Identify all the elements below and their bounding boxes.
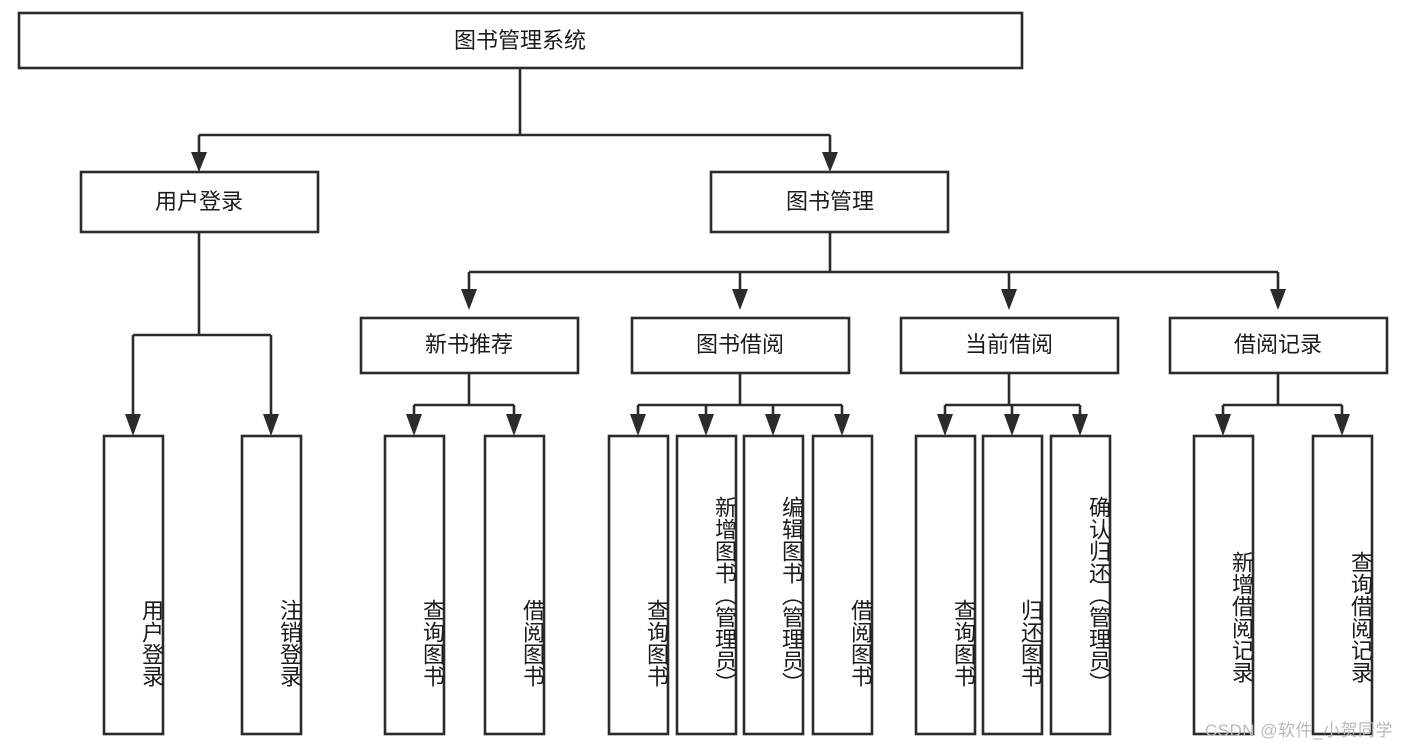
node-root-system[interactable]: 图书管理系统 bbox=[17, 11, 1024, 70]
arrow-to-book-borrow bbox=[732, 289, 748, 310]
node-user-login[interactable]: 用户登录 bbox=[79, 170, 320, 234]
leaf-book-borrow-4-box[interactable] bbox=[811, 434, 874, 736]
arrow-book-borrow-leaf-1 bbox=[630, 414, 646, 436]
node-book-management[interactable]: 图书管理 bbox=[709, 170, 950, 234]
arrow-current-borrow-leaf-1 bbox=[937, 414, 953, 436]
arrow-borrow-record-leaf-1 bbox=[1215, 414, 1231, 436]
leaf-user-login-1-box[interactable] bbox=[102, 434, 165, 736]
watermark-text: CSDN @软件_小贺同学 bbox=[1204, 721, 1393, 740]
node-root-system-label: 图书管理系统 bbox=[454, 28, 586, 53]
arrow-current-borrow-leaf-2 bbox=[1004, 414, 1020, 436]
node-book-borrow-box bbox=[630, 316, 851, 375]
arrow-to-user-login bbox=[191, 152, 207, 172]
arrow-borrow-record-leaf-2 bbox=[1334, 414, 1350, 436]
leaf-new-book-2-box[interactable] bbox=[483, 434, 546, 736]
arrow-book-borrow-leaf-4 bbox=[834, 414, 850, 436]
leaf-current-borrow-2-box[interactable] bbox=[981, 434, 1044, 736]
node-book-borrow-label: 图书借阅 bbox=[696, 332, 784, 357]
arrow-to-borrow-record bbox=[1270, 289, 1286, 310]
node-borrow-record-box bbox=[1168, 316, 1389, 375]
node-current-borrow[interactable]: 当前借阅 bbox=[899, 316, 1120, 375]
node-borrow-record[interactable]: 借阅记录 bbox=[1168, 316, 1389, 375]
leaf-user-login-2-box[interactable] bbox=[240, 434, 303, 736]
node-new-book-recommend[interactable]: 新书推荐 bbox=[359, 316, 580, 375]
arrow-current-borrow-leaf-3 bbox=[1072, 414, 1088, 436]
node-user-login-label: 用户登录 bbox=[155, 189, 243, 214]
node-root-system-box bbox=[17, 11, 1024, 70]
node-current-borrow-label: 当前借阅 bbox=[965, 332, 1053, 357]
node-book-management-box bbox=[709, 170, 950, 234]
node-book-borrow[interactable]: 图书借阅 bbox=[630, 316, 851, 375]
arrow-book-borrow-leaf-2 bbox=[698, 414, 714, 436]
node-borrow-record-label: 借阅记录 bbox=[1234, 332, 1322, 357]
leaf-current-borrow-1-box[interactable] bbox=[914, 434, 977, 736]
arrow-to-current-borrow bbox=[1001, 289, 1017, 310]
node-current-borrow-box bbox=[899, 316, 1120, 375]
arrow-to-book-mgmt bbox=[822, 152, 838, 172]
leaf-book-borrow-2-box[interactable] bbox=[675, 434, 738, 736]
leaf-borrow-record-2-box[interactable] bbox=[1311, 434, 1374, 736]
node-new-book-recommend-label: 新书推荐 bbox=[425, 332, 513, 357]
leaf-borrow-record-1-box[interactable] bbox=[1192, 434, 1255, 736]
arrow-new-book-leaf-1 bbox=[406, 414, 422, 436]
node-new-book-recommend-box bbox=[359, 316, 580, 375]
arrow-book-borrow-leaf-3 bbox=[765, 414, 781, 436]
arrow-to-new-book bbox=[461, 289, 477, 310]
leaf-new-book-1-box[interactable] bbox=[383, 434, 446, 736]
leaf-book-borrow-1-box[interactable] bbox=[607, 434, 670, 736]
arrow-new-book-leaf-2 bbox=[506, 414, 522, 436]
arrow-user-login-leaf-1 bbox=[125, 414, 141, 436]
node-book-management-label: 图书管理 bbox=[786, 189, 874, 214]
arrow-user-login-leaf-2 bbox=[263, 414, 279, 436]
leaf-current-borrow-3-box[interactable] bbox=[1049, 434, 1112, 736]
leaf-book-borrow-3-box[interactable] bbox=[742, 434, 805, 736]
